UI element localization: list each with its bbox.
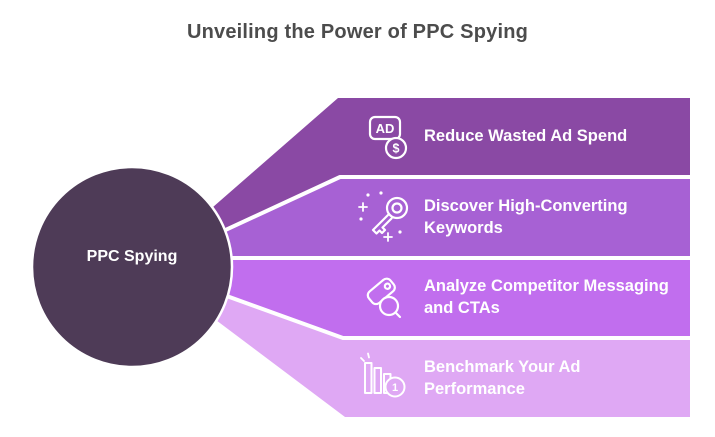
- item-label-4-line-1: Benchmark Your Ad: [424, 358, 581, 376]
- magic-key-icon: [356, 186, 416, 246]
- sparkle-dot-4: [398, 230, 402, 234]
- item-label-4: Benchmark Your Ad Performance: [424, 356, 580, 400]
- item-label-3: Analyze Competitor Messaging and CTAs: [424, 275, 669, 319]
- ad-badge-outline: [368, 115, 402, 141]
- magnifier-number: 1: [392, 382, 398, 394]
- sparkle-plus-1: [358, 202, 368, 212]
- bar-1: [364, 362, 373, 394]
- sparkle-dot-2: [379, 191, 383, 195]
- ad-dollar-icon: AD $: [362, 112, 410, 160]
- bar-2: [373, 367, 382, 394]
- magnifier-handle: [394, 311, 402, 319]
- item-label-2: Discover High-Converting Keywords: [424, 195, 628, 239]
- page-title: Unveiling the Power of PPC Spying: [186, 21, 529, 43]
- key-head-inner: [391, 202, 403, 214]
- magnifier-lens: [384, 376, 406, 398]
- item-label-3-line-2: and CTAs: [424, 299, 500, 317]
- sparkle-dot-3: [359, 217, 363, 221]
- key-head-outer: [385, 196, 409, 220]
- hub-circle: [30, 165, 234, 369]
- funnel-band-4: [152, 272, 690, 417]
- sparkle-plus-2: [383, 232, 393, 242]
- dollar-coin: [384, 136, 408, 160]
- funnel-band-3: [131, 258, 690, 338]
- sparkle-dot-1: [366, 193, 370, 197]
- tag-search-icon: [362, 272, 410, 320]
- dollar-sign: $: [393, 142, 400, 156]
- bar-chart-search-icon: 1: [358, 350, 406, 398]
- item-label-3-line-1: Analyze Competitor Messaging: [424, 277, 669, 295]
- magnifier-lens: [378, 295, 400, 317]
- item-label-2-line-2: Keywords: [424, 219, 503, 237]
- tag-hole: [383, 282, 392, 290]
- funnel-band-2: [131, 177, 690, 266]
- item-label-4-line-2: Performance: [424, 380, 525, 398]
- sparkle-ticks: [360, 352, 370, 362]
- hub-label: PPC Spying: [86, 248, 178, 265]
- funnel-band-1: [150, 98, 690, 262]
- item-label-2-line-1: Discover High-Converting: [424, 197, 628, 215]
- item-label-1: Reduce Wasted Ad Spend: [424, 125, 627, 147]
- item-label-1-line-1: Reduce Wasted Ad Spend: [424, 127, 628, 145]
- ad-badge-text: AD: [376, 121, 395, 136]
- key-shaft: [371, 212, 393, 235]
